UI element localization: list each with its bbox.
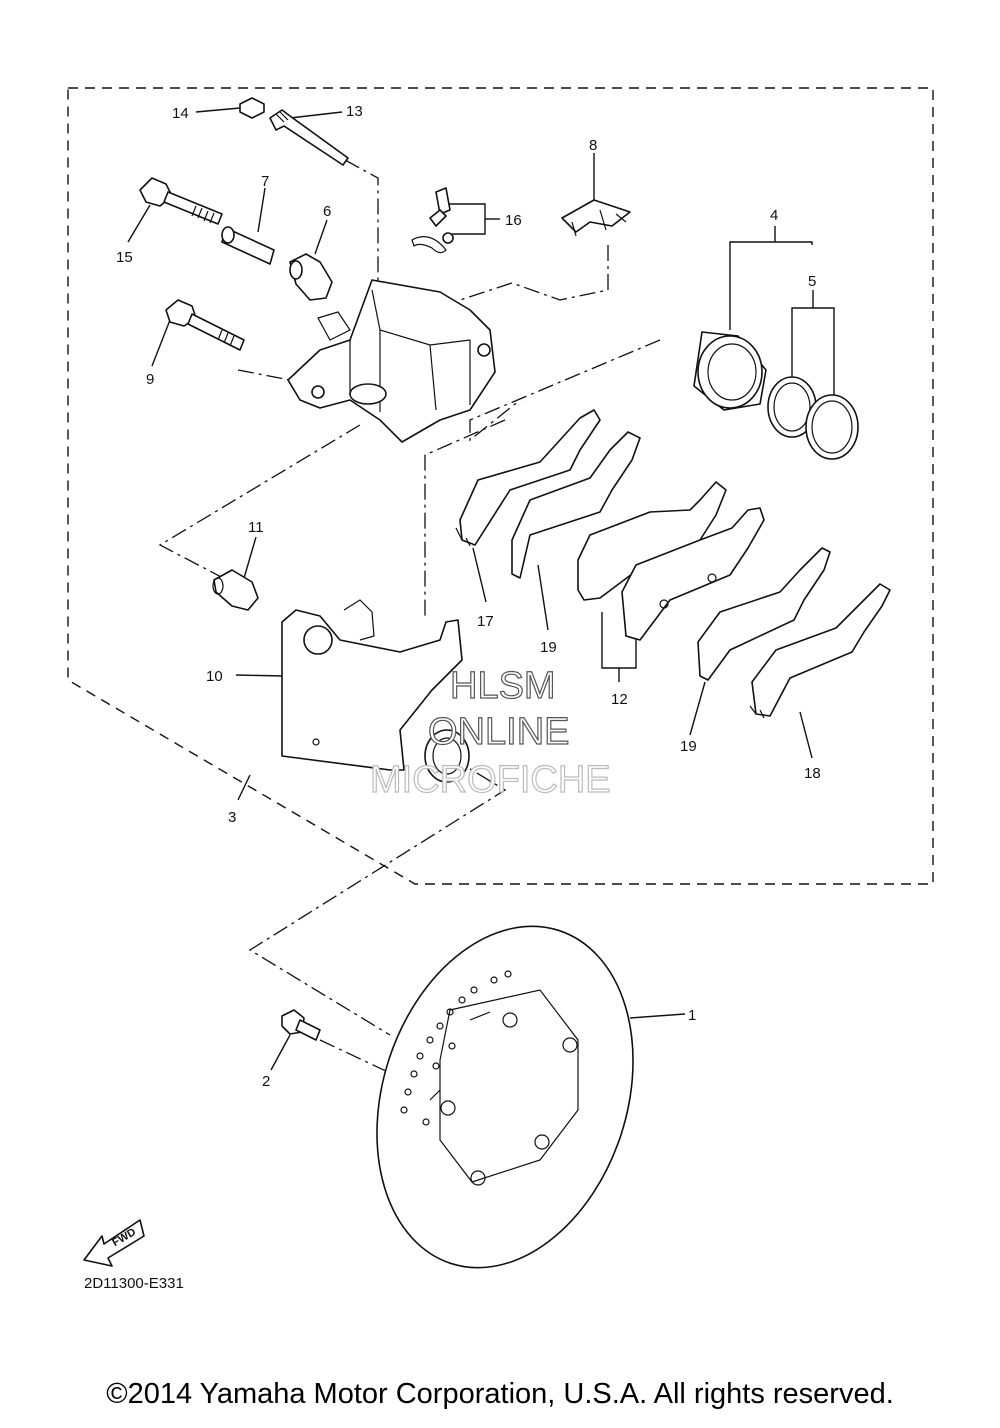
part-pad-shim-left [455, 409, 601, 547]
callout-5: 5 [808, 273, 816, 290]
fwd-direction-arrow: FWD [83, 1219, 145, 1267]
part-caliper-body [287, 279, 496, 443]
callout-15: 15 [116, 249, 133, 266]
part-rotor-bolt [281, 1009, 321, 1041]
part-bleed-screw [411, 187, 454, 254]
callout-19-right: 19 [680, 738, 697, 755]
drawing-code: 2D11300-E331 [84, 1275, 184, 1292]
part-piston-seals [767, 376, 859, 460]
callout-2: 2 [262, 1073, 270, 1090]
part-pad-pin [269, 109, 349, 166]
callout-19-left: 19 [540, 639, 557, 656]
caliper-assembly-boundary [67, 87, 934, 885]
watermark-line-3: MICROFICHE [370, 759, 611, 801]
watermark: HLSM ONLINE MICROFICHE [369, 664, 611, 801]
copyright-notice: ©2014 Yamaha Motor Corporation, U.S.A. A… [106, 1378, 894, 1410]
watermark-line-2: ONLINE [428, 711, 569, 753]
part-boot [289, 253, 333, 301]
callout-18: 18 [804, 765, 821, 782]
callout-3: 3 [228, 809, 236, 826]
part-spring-clip [561, 199, 631, 237]
part-slide-pin [221, 226, 275, 265]
callout-14: 14 [172, 105, 189, 122]
part-pad-shim-right [749, 583, 891, 719]
part-pad-plate-right [697, 547, 831, 681]
part-piston [693, 331, 767, 411]
callout-10: 10 [206, 668, 223, 685]
alignment-lines [158, 159, 661, 1073]
callout-7: 7 [261, 173, 269, 190]
part-caliper-bracket [281, 599, 470, 783]
callout-17: 17 [477, 613, 494, 630]
callout-12: 12 [611, 691, 628, 708]
callout-1: 1 [688, 1007, 696, 1024]
part-rubber-boot [212, 569, 259, 611]
callout-9: 9 [146, 371, 154, 388]
watermark-line-1: HLSM [450, 665, 556, 707]
callout-13: 13 [346, 103, 363, 120]
part-cap [239, 97, 265, 119]
leader-lines [127, 107, 835, 1071]
part-brake-disc [376, 925, 634, 1269]
part-bolt [165, 299, 245, 351]
disc-vent-holes [400, 970, 512, 1126]
part-pad-plate-left [511, 431, 641, 579]
callout-4: 4 [770, 207, 778, 224]
part-brake-pad-set [577, 481, 765, 641]
callout-16: 16 [505, 212, 522, 229]
callout-6: 6 [323, 203, 331, 220]
callout-labels: 14 13 8 7 6 16 15 4 5 9 11 17 19 10 12 1… [116, 103, 821, 1090]
part-bolt-long [139, 177, 223, 225]
callout-11: 11 [248, 519, 264, 536]
callout-8: 8 [589, 137, 597, 154]
